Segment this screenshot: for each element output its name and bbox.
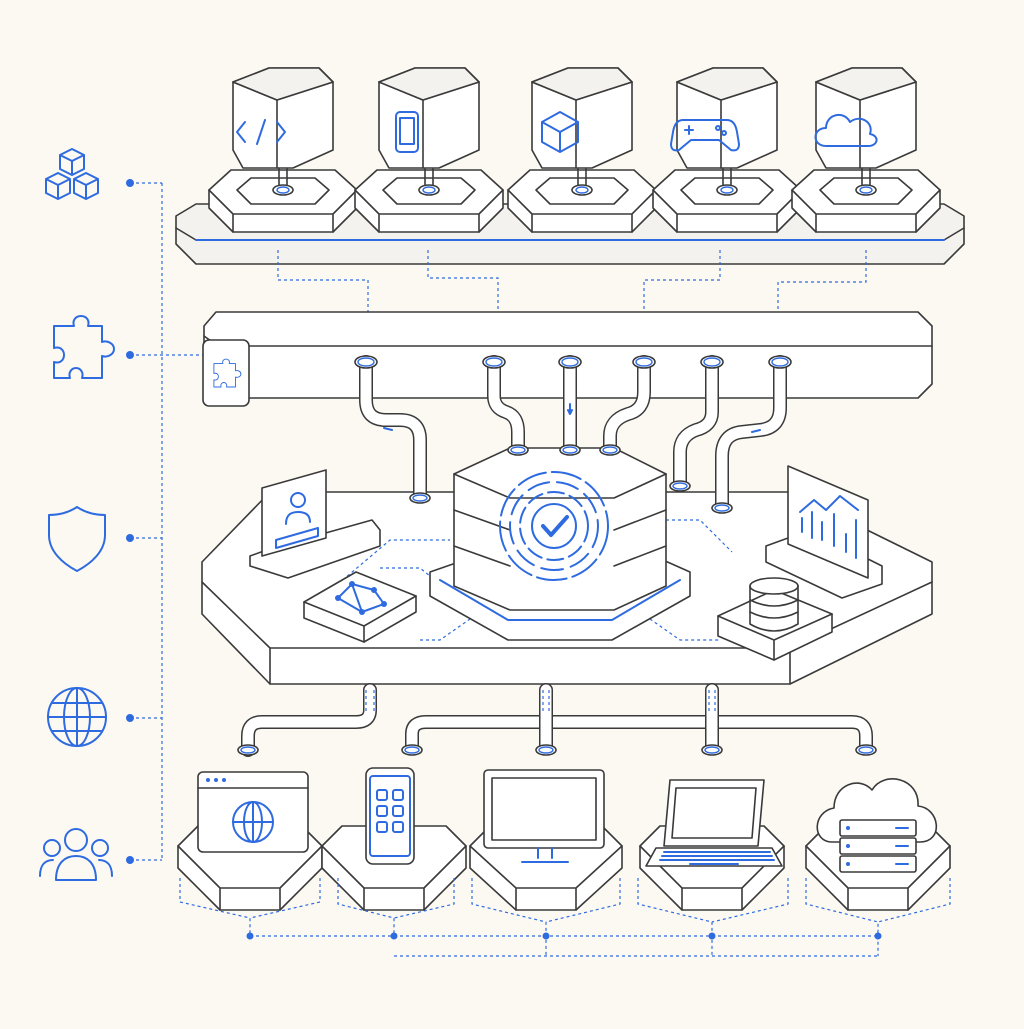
legend-connector	[126, 179, 205, 864]
network-graph-icon	[303, 571, 417, 643]
bus-to-core-pipes	[354, 355, 792, 514]
analytics-chart-icon	[765, 465, 883, 599]
distribution-pipes	[237, 683, 877, 757]
cubes-icon	[45, 148, 99, 200]
top-module-3	[507, 67, 657, 233]
user-profile-icon	[249, 469, 381, 579]
client-pedestal-4	[639, 825, 785, 911]
cloud-server-icon	[816, 778, 938, 873]
desktop-monitor-icon	[483, 769, 605, 863]
web-browser-icon	[197, 771, 309, 853]
top-module-2	[354, 67, 504, 233]
cloud-icon	[814, 113, 878, 147]
top-module-1	[208, 67, 358, 233]
checkmark-icon	[499, 471, 609, 581]
smartphone-icon	[365, 767, 415, 865]
shield-icon	[48, 506, 106, 572]
top-module-5	[791, 67, 941, 233]
laptop-icon	[645, 779, 783, 867]
globe-icon	[47, 687, 107, 747]
users-icon	[39, 828, 113, 881]
puzzle-icon	[53, 315, 115, 379]
client-network-links	[179, 878, 951, 957]
core-engine	[429, 444, 691, 641]
bus-puzzle-badge	[202, 339, 250, 407]
code-icon	[236, 119, 286, 145]
mobile-icon	[395, 111, 419, 153]
gamepad-icon	[670, 119, 740, 152]
database-icon	[717, 577, 833, 661]
top-module-4	[652, 67, 802, 233]
cube-icon	[541, 111, 579, 153]
